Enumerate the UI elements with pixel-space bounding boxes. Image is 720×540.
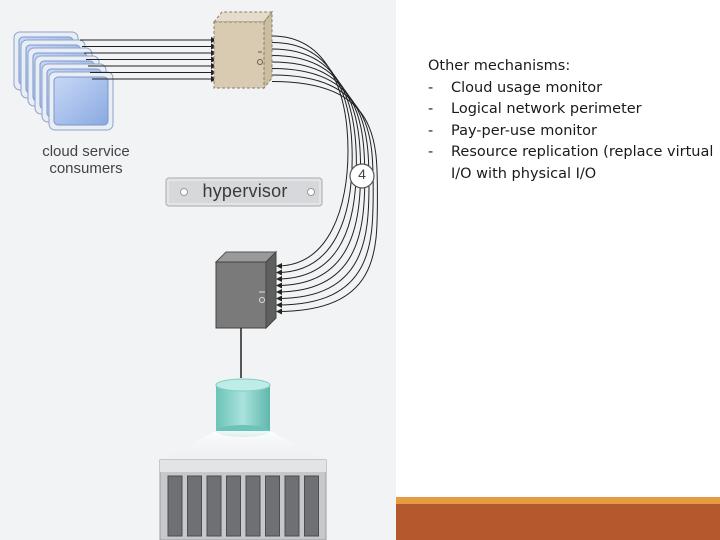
list-dash: - [428,144,434,161]
list-dash: - [428,101,434,118]
computer-icon [48,71,114,131]
diagram-panel: cloud service consumers hypervisor 4 [0,0,396,540]
consumers-label-line-2: consumers [49,160,123,177]
notes-panel: Other mechanisms: - Cloud usage monitor … [428,56,720,186]
drive-bay [284,475,300,537]
list-dash: - [428,122,434,139]
list-item-text: Resource replication (replace virtual I/… [451,144,714,182]
stacked-computer-icon [13,31,114,131]
list-item-text: Pay-per-use monitor [451,122,597,139]
drive-bay [304,475,319,537]
notes-list: - Cloud usage monitor - Logical network … [428,78,720,186]
drive-bay [245,475,261,537]
storage-array-icon [159,459,327,540]
accent-line [396,497,720,504]
virtual-server-icon [212,10,274,90]
notes-heading: Other mechanisms: [428,58,571,74]
drive-bay [206,475,222,537]
physical-server-icon [214,250,278,330]
list-item: - Resource replication (replace virtual … [428,142,720,185]
list-dash: - [428,79,434,96]
list-item: - Cloud usage monitor [428,78,720,100]
replicated-io-line [271,35,349,269]
replicated-io-line [271,74,374,308]
list-item: - Logical network perimeter [428,99,720,121]
drive-bay [265,475,280,537]
drive-bay [167,475,183,537]
consumers-label: cloud service consumers [30,143,142,177]
drive-bay [226,475,241,537]
step-badge [349,163,375,189]
light-cone [160,431,326,460]
replicated-io-line [271,81,378,315]
replicated-io-line [271,48,357,282]
step-number: 4 [358,166,366,182]
drive-bay [187,475,202,537]
list-item-text: Cloud usage monitor [451,79,603,96]
storage-device-icon [215,378,271,437]
list-item-text: Logical network perimeter [451,101,642,118]
accent-bar [396,504,720,540]
hypervisor-bar [165,177,323,207]
replicated-io-line [271,42,353,276]
consumers-label-line-1: cloud service [42,143,130,160]
list-item: - Pay-per-use monitor [428,121,720,143]
hypervisor-label: hypervisor [202,181,288,201]
diagram-canvas [13,10,378,540]
